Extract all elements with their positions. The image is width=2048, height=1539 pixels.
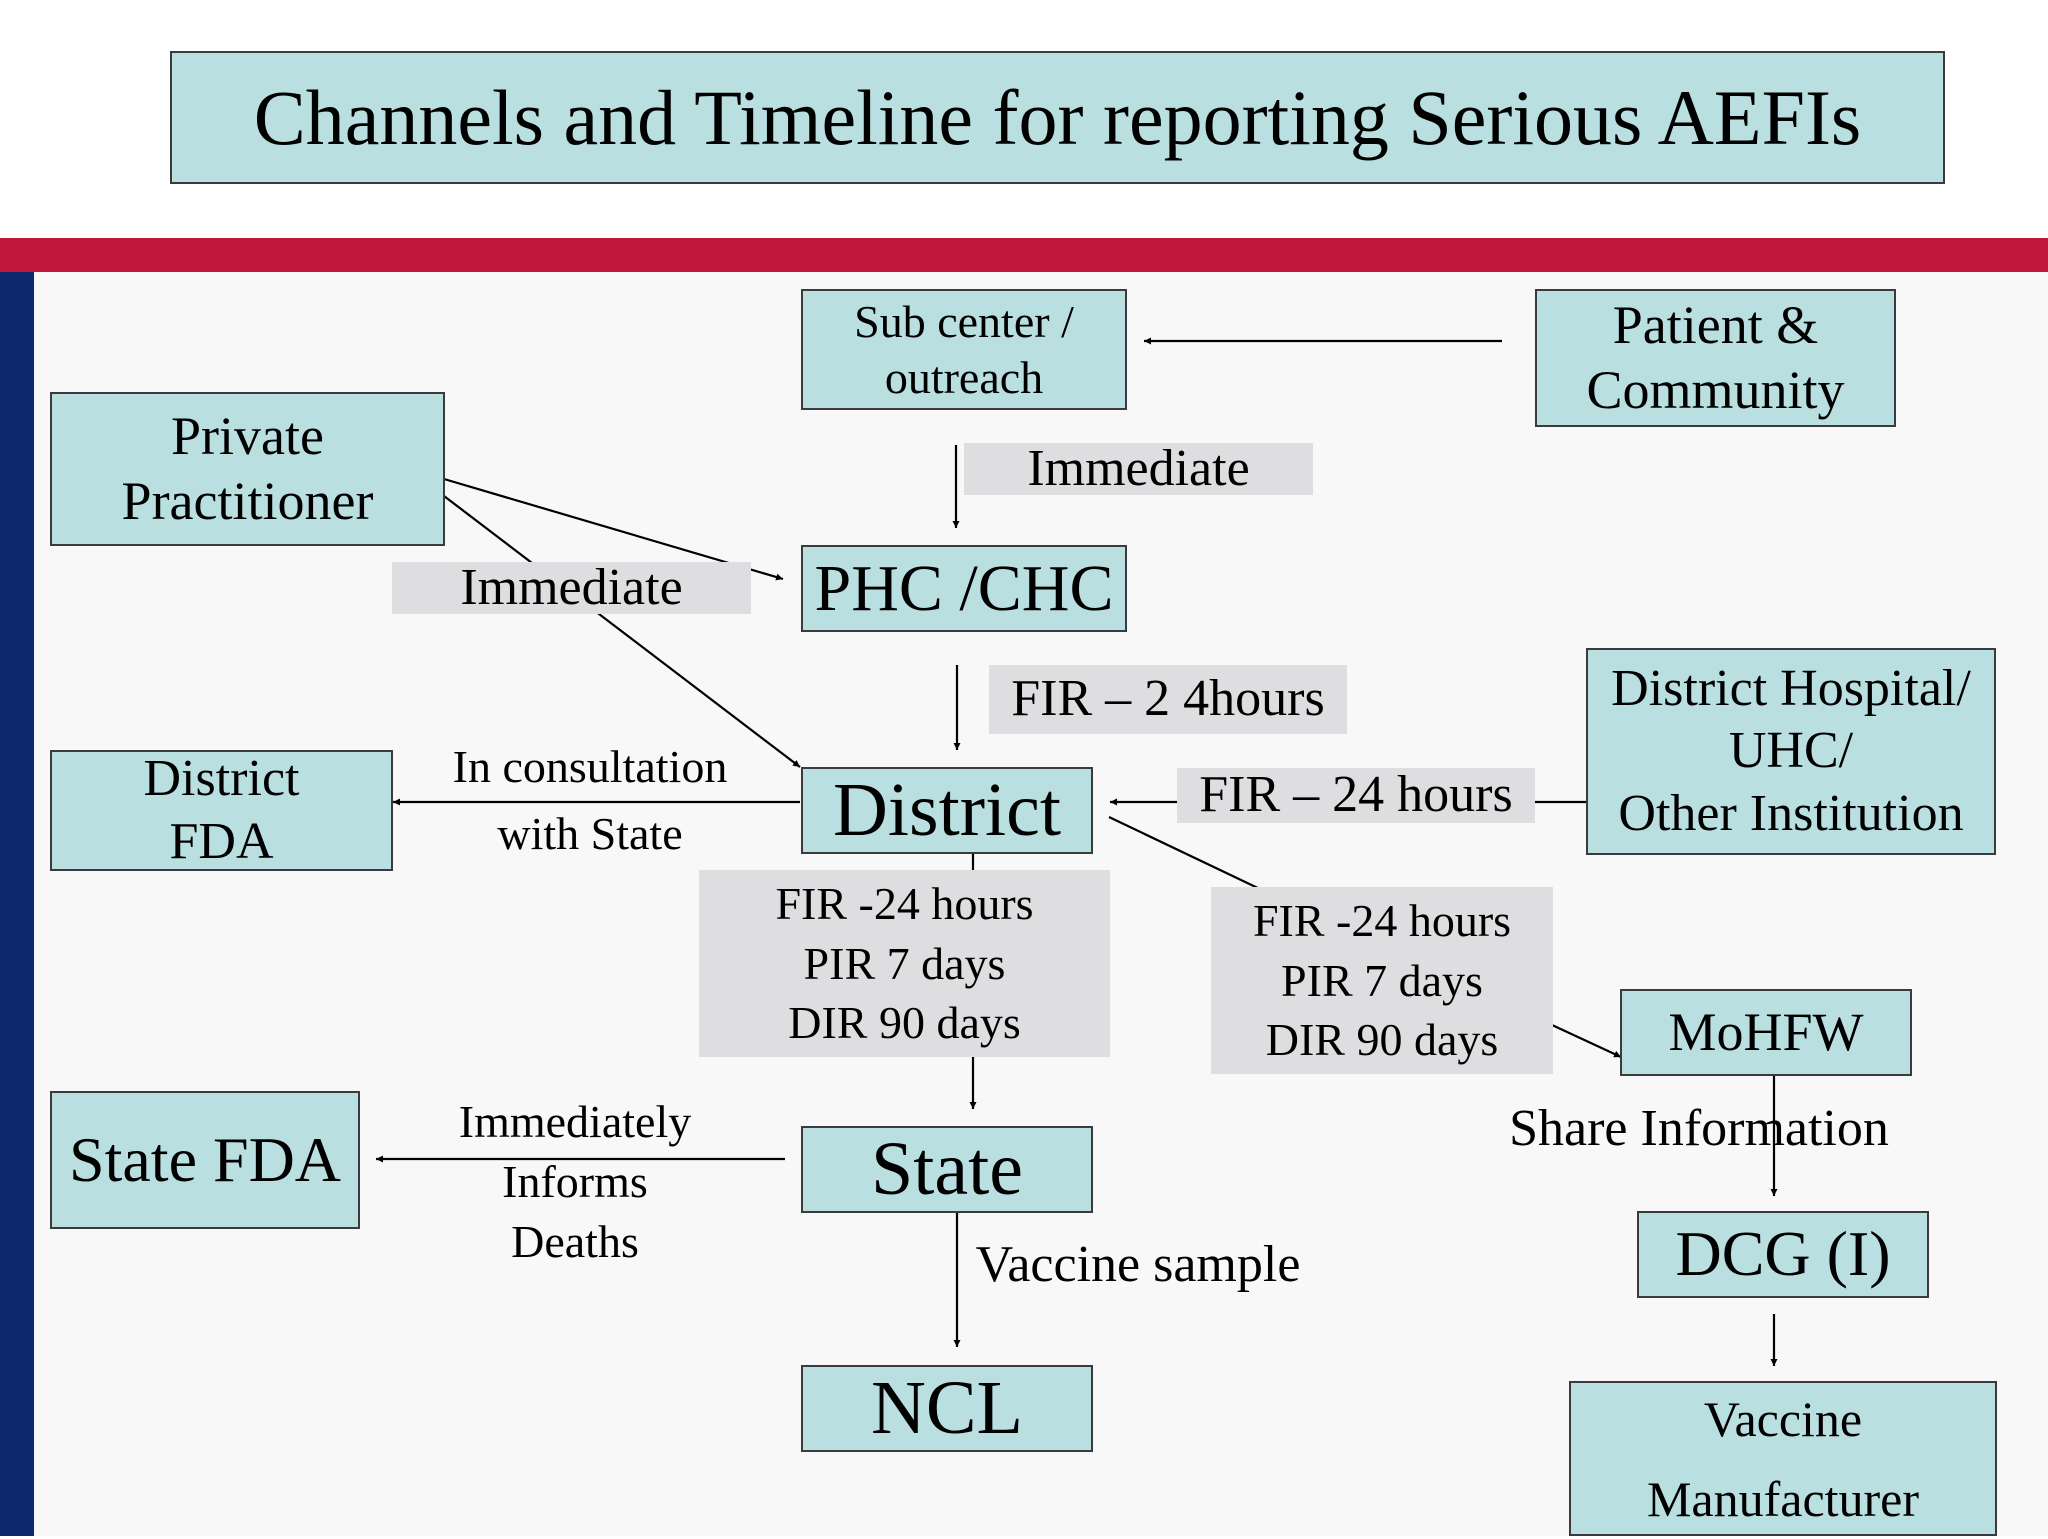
node-state-fda: State FDA — [50, 1091, 360, 1229]
label-timeline-to-state: FIR -24 hours PIR 7 days DIR 90 days — [699, 870, 1110, 1057]
node-vaccine-manufacturer: Vaccine Manufacturer — [1569, 1381, 1997, 1536]
node-sub-center: Sub center / outreach — [801, 289, 1127, 410]
label-immediate-left: Immediate — [392, 559, 751, 616]
node-district-hospital: District Hospital/ UHC/ Other Institutio… — [1586, 648, 1996, 855]
node-patient-community: Patient & Community — [1535, 289, 1896, 427]
label-in-consultation: In consultation with State — [452, 741, 728, 859]
arrow-private-to-district — [443, 495, 801, 768]
label-fir-24-hours-hospital: FIR – 24 hours — [1177, 766, 1535, 823]
slide-title: Channels and Timeline for reporting Seri… — [170, 51, 1945, 184]
label-informs-deaths: Immediately Informs Deaths — [458, 1096, 692, 1267]
label-share-information: Share Information — [1509, 1099, 1889, 1157]
node-mohfw: MoHFW — [1620, 989, 1912, 1076]
blue-side-bar — [0, 272, 34, 1536]
label-vaccine-sample: Vaccine sample — [975, 1235, 1301, 1293]
node-ncl: NCL — [801, 1365, 1093, 1452]
label-timeline-to-mohfw: FIR -24 hours PIR 7 days DIR 90 days — [1211, 887, 1553, 1074]
node-district: District — [801, 767, 1093, 854]
node-phc-chc: PHC /CHC — [801, 545, 1127, 632]
node-state: State — [801, 1126, 1093, 1213]
red-divider-bar — [0, 238, 2048, 272]
node-private-practitioner: Private Practitioner — [50, 392, 445, 546]
label-fir-2-4hours: FIR – 2 4hours — [989, 665, 1347, 734]
node-district-fda: District FDA — [50, 750, 393, 871]
node-dcg: DCG (I) — [1637, 1211, 1929, 1298]
label-immediate-top: Immediate — [964, 440, 1313, 497]
